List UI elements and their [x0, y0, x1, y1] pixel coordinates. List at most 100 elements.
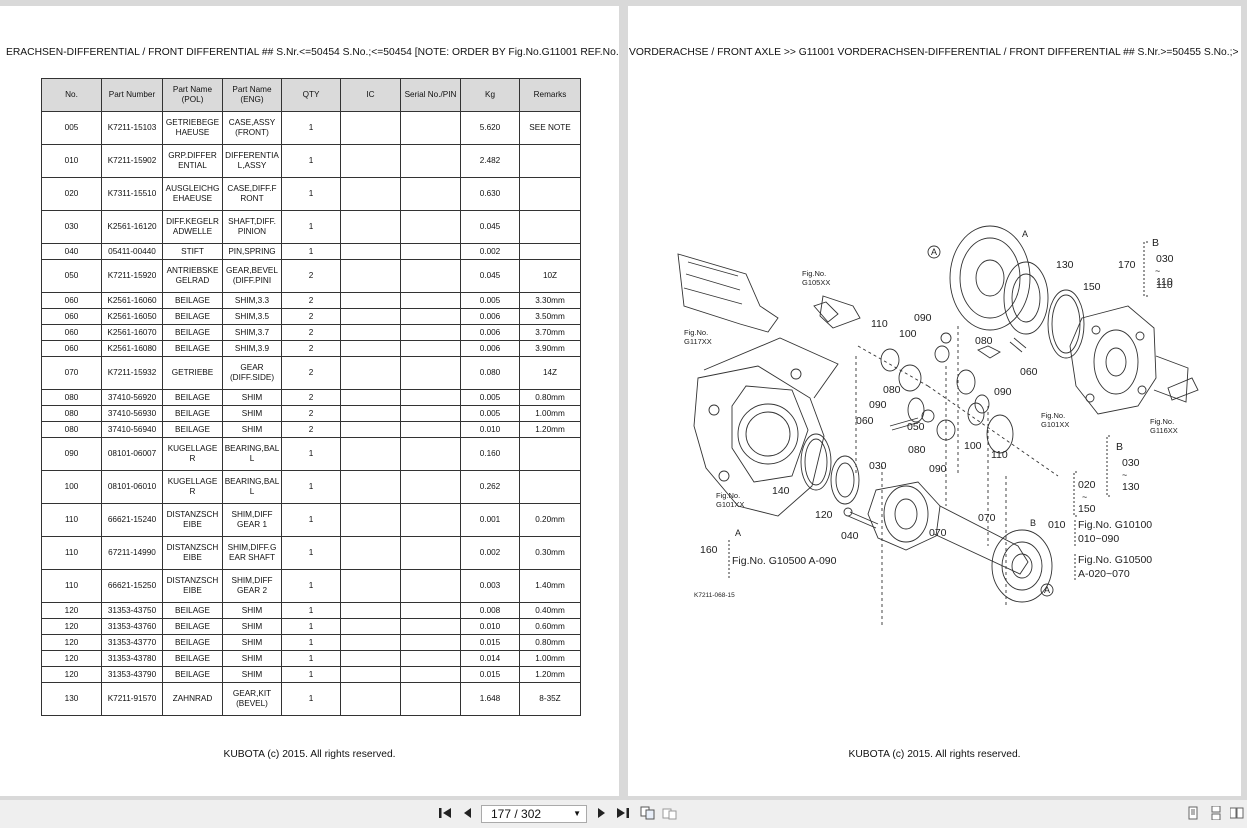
fig-ref-g101xx-left: Fig.No.G101XX: [716, 491, 744, 509]
label-110-c: 110: [991, 449, 1008, 461]
cell-eng: SHIM: [222, 666, 282, 683]
ring-150-shape: [1047, 289, 1085, 359]
label-030-a: 030: [869, 460, 887, 472]
cell-no: 005: [41, 111, 102, 145]
cell-serial: [400, 666, 461, 683]
cell-no: 120: [41, 634, 102, 651]
cell-part: 31353-43760: [101, 618, 163, 635]
continuous-view-icon[interactable]: [1209, 806, 1223, 820]
last-page-icon[interactable]: [616, 806, 630, 820]
cell-part: K7211-15902: [101, 144, 163, 178]
cell-qty: 1: [281, 144, 341, 178]
previous-page-icon[interactable]: [461, 806, 475, 820]
cell-ic: [340, 177, 401, 211]
cell-qty: 1: [281, 111, 341, 145]
label-090-c: 090: [869, 399, 887, 411]
single-page-view-icon[interactable]: [1186, 806, 1200, 820]
cell-ic: [340, 111, 401, 145]
cell-remarks: [519, 437, 581, 471]
cell-remarks: 0.80mm: [519, 389, 581, 406]
diagram-image-code: K7211-068-15: [694, 592, 735, 599]
cell-no: 090: [41, 437, 102, 471]
cell-kg: 0.045: [460, 259, 520, 293]
cell-part: 08101-06007: [101, 437, 163, 471]
first-page-icon[interactable]: [438, 806, 452, 820]
cell-qty: 2: [281, 405, 341, 422]
marker-a-top: A: [931, 247, 937, 257]
cell-part: K2561-16070: [101, 324, 163, 341]
cell-qty: 1: [281, 536, 341, 570]
cell-no: 040: [41, 243, 102, 260]
cell-kg: 0.006: [460, 308, 520, 325]
next-page-icon[interactable]: [594, 806, 608, 820]
cell-kg: 0.005: [460, 292, 520, 309]
cell-part: 66621-15250: [101, 569, 163, 603]
cell-eng: SHIM: [222, 634, 282, 651]
cell-remarks: 14Z: [519, 356, 581, 390]
legend-b-tilde: ~: [1155, 266, 1160, 276]
two-page-view-icon[interactable]: [1230, 806, 1244, 820]
cell-ic: [340, 405, 401, 422]
legend-left-tilde: ~: [1082, 492, 1087, 502]
cell-kg: 0.002: [460, 536, 520, 570]
cell-no: 060: [41, 340, 102, 357]
cell-part: 08101-06010: [101, 470, 163, 504]
cell-part: 67211-14990: [101, 536, 163, 570]
cell-serial: [400, 470, 461, 504]
cell-kg: 5.620: [460, 111, 520, 145]
cell-remarks: 0.80mm: [519, 634, 581, 651]
cell-ic: [340, 259, 401, 293]
cell-part: K2561-16050: [101, 308, 163, 325]
cell-no: 060: [41, 324, 102, 341]
label-090-a: 090: [914, 312, 932, 324]
cell-serial: [400, 308, 461, 325]
cell-part: 37410-56930: [101, 405, 163, 422]
cell-qty: 1: [281, 602, 341, 619]
cell-serial: [400, 650, 461, 667]
export-icon[interactable]: [662, 806, 678, 820]
cell-qty: 2: [281, 421, 341, 438]
cell-ic: [340, 324, 401, 341]
cell-eng: SHIM,3.5: [222, 308, 282, 325]
label-080-c: 080: [908, 444, 926, 456]
cell-kg: 0.010: [460, 618, 520, 635]
cell-remarks: 0.30mm: [519, 536, 581, 570]
cell-eng: PIN,SPRING: [222, 243, 282, 260]
cell-part: K7211-91570: [101, 682, 163, 716]
right-page-footer: KUBOTA (c) 2015. All rights reserved.: [848, 749, 1021, 760]
legend-a-end: 130: [1122, 481, 1140, 493]
page-selector[interactable]: 177 / 302 ▼: [481, 805, 587, 823]
cell-kg: 0.080: [460, 356, 520, 390]
cell-remarks: 1.40mm: [519, 569, 581, 603]
cell-serial: [400, 569, 461, 603]
cell-ic: [340, 389, 401, 406]
label-060-a: 060: [1020, 366, 1038, 378]
chevron-down-icon[interactable]: ▼: [573, 809, 581, 818]
cell-remarks: 0.40mm: [519, 602, 581, 619]
cell-qty: 1: [281, 470, 341, 504]
cell-pol: STIFT: [162, 243, 223, 260]
cell-qty: 1: [281, 666, 341, 683]
cell-part: 31353-43750: [101, 602, 163, 619]
cell-pol: BEILAGE: [162, 292, 223, 309]
cell-kg: 0.003: [460, 569, 520, 603]
cell-kg: 0.008: [460, 602, 520, 619]
copy-icon[interactable]: [640, 806, 656, 820]
right-page: VORDERACHSE / FRONT AXLE >> G11001 VORDE…: [628, 6, 1241, 796]
cell-part: K2561-16120: [101, 210, 163, 244]
cell-no: 110: [41, 569, 102, 603]
cell-kg: 0.015: [460, 634, 520, 651]
